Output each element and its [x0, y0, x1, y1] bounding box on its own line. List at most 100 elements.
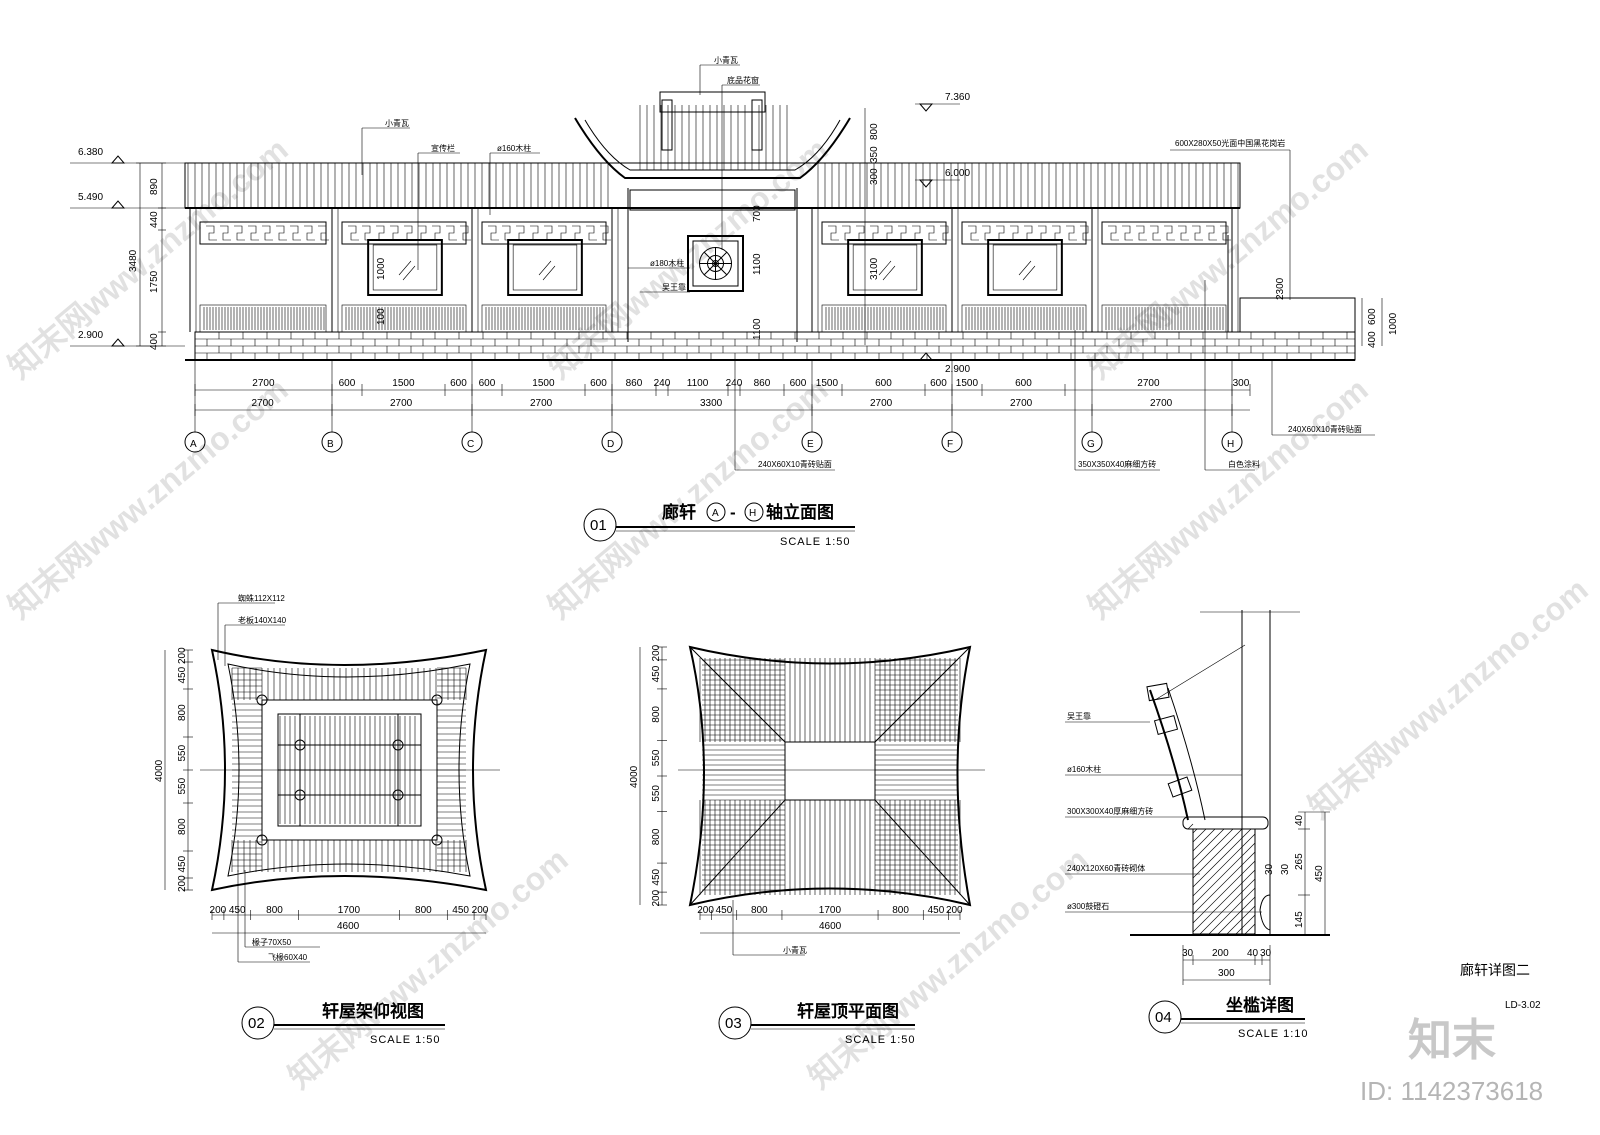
dim-label: 800	[651, 706, 662, 723]
drawing-title: 坐槛详图	[1226, 995, 1294, 1015]
dim-label: 800	[869, 123, 880, 140]
annotation: 吴王靠	[662, 282, 686, 292]
pavilion-roof-inner	[584, 119, 841, 171]
level-markers: 6.380 5.490 2.900 7.360 6.000 2.900	[70, 92, 970, 375]
dim-label: 1750	[149, 270, 160, 293]
drawing-title: 轴立面图	[766, 502, 834, 522]
dim-label: 450	[928, 905, 945, 916]
title-dash: -	[730, 503, 736, 522]
inner-vertical-dims: 800 300 350 700 1100 1000 3100 100 1100 …	[376, 108, 1399, 348]
axis-label: H	[749, 508, 756, 519]
wuwang-back-outer	[1149, 689, 1189, 821]
dim-label: 800	[651, 828, 662, 845]
drum-stone	[1259, 894, 1271, 931]
dim-label: 1100	[752, 318, 763, 340]
annotation: ø300鼓磴石	[1067, 901, 1109, 911]
watermark: 知末网www.znzmo.com	[1081, 371, 1374, 625]
seat-plank	[1182, 816, 1269, 830]
dim-label: 2700	[1010, 398, 1033, 409]
level-label: 2.900	[945, 364, 970, 375]
dim-label: 600	[790, 378, 807, 389]
dim-label: 800	[751, 905, 768, 916]
roof-tile-hatch	[699, 658, 961, 895]
watermark: 知末网www.znzmo.com	[281, 841, 574, 1095]
dim-label: 1700	[338, 905, 361, 916]
dim-label: 800	[266, 905, 283, 916]
dim-label: 2700	[390, 398, 413, 409]
plan-02-drawing: 蜘蛛112X112 老板140X140 椽子70X50 飞椽60X40 2004…	[154, 593, 500, 963]
dim-total: 4600	[337, 921, 360, 932]
dim-label: 600	[590, 378, 607, 389]
dim-total: 300	[1218, 968, 1235, 979]
dim-label: 440	[149, 211, 160, 228]
axis-label: H	[1227, 439, 1234, 450]
dim-label: 30	[1260, 948, 1272, 959]
side-wall	[1239, 297, 1356, 333]
brand-logo: 知末	[1408, 1016, 1496, 1065]
dim-label: 1000	[1388, 312, 1399, 335]
seat-body	[1192, 828, 1256, 935]
drawing-title: 廊轩	[662, 502, 696, 522]
dim-label: 800	[892, 905, 909, 916]
dim-label: 600	[450, 378, 467, 389]
dim-label: 450	[651, 665, 662, 682]
annotation: ø160木柱	[497, 143, 531, 153]
drawing-scale: SCALE 1:50	[780, 536, 851, 548]
dim-label: 30	[1280, 863, 1291, 875]
image-id: ID: 1142373618	[1360, 1076, 1543, 1106]
ridge	[659, 91, 766, 113]
dim-label: 1500	[532, 378, 555, 389]
brick-hatch	[1187, 823, 1256, 935]
dim-label: 2300	[1275, 277, 1286, 300]
pavilion-lattice	[629, 189, 796, 211]
dim-label: 200	[651, 644, 662, 661]
dim-total: 4000	[629, 765, 640, 788]
roof-tiles	[187, 163, 1239, 208]
detail-04-drawing: 吴王靠 ø160木柱 300X300X40厚麻细方砖 240X120X60青砖砌…	[1065, 610, 1330, 985]
axis-label: C	[467, 439, 474, 450]
dim-label: 350	[869, 146, 880, 163]
dim-label: 30	[1264, 863, 1275, 875]
dim-label: 450	[177, 666, 188, 683]
annotation: 小青瓦	[385, 118, 409, 128]
annotation: 小青瓦	[783, 945, 807, 955]
dim-total: 4600	[819, 921, 842, 932]
dim-label: 2700	[1150, 398, 1173, 409]
title-block-03: 03 轩屋顶平面图 SCALE 1:50	[718, 1001, 916, 1046]
watermark: 知末网www.znzmo.com	[1, 371, 294, 625]
dim-label: 300	[869, 168, 880, 185]
dim-label: 450	[651, 868, 662, 885]
annotation: 小青瓦	[714, 55, 738, 65]
dim-label: 2700	[530, 398, 553, 409]
drawing-scale: SCALE 1:50	[845, 1034, 916, 1046]
dim-label: 265	[1294, 853, 1305, 870]
dim-label: 800	[177, 818, 188, 835]
dim-label: 450	[229, 905, 246, 916]
dim-label: 1000	[376, 257, 387, 280]
roof-outline	[210, 648, 488, 892]
annotation: 350X350X40麻细方砖	[1078, 459, 1156, 469]
dim-label: 550	[177, 777, 188, 794]
pavilion-tiles	[639, 105, 788, 170]
dim-label: 860	[626, 378, 643, 389]
dim-label: 550	[177, 744, 188, 761]
watermark: 知末网www.znzmo.com	[541, 371, 834, 625]
dim-label: 600	[1015, 378, 1032, 389]
annotation: 240X120X60青砖砌体	[1067, 863, 1145, 873]
flower-window	[687, 235, 744, 292]
dim-label: 400	[1367, 331, 1378, 348]
dim-label: 1500	[956, 378, 979, 389]
dim-label: 200	[697, 905, 714, 916]
sheet-info: 廊轩详图二 LD-3.02 知末 ID: 1142373618	[1360, 962, 1543, 1106]
level-label: 6.380	[78, 147, 103, 158]
sheet-code: LD-3.02	[1505, 1000, 1541, 1011]
drawing-title: 轩屋顶平面图	[797, 1001, 899, 1021]
level-label: 2.900	[78, 330, 103, 341]
dim-label: 600	[1367, 308, 1378, 325]
axis-label: E	[807, 439, 814, 450]
